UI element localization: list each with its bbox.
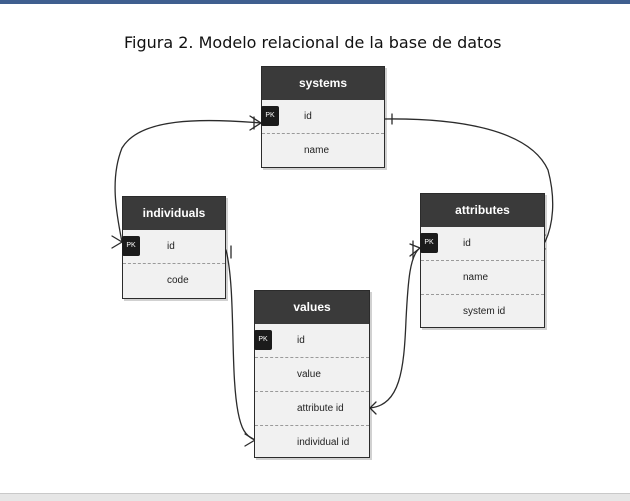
relationship-systems-individuals [114,119,262,243]
field-label: code [167,275,189,286]
entity-header: systems [262,67,384,100]
field-label: id [167,241,175,252]
window-top-rule [0,0,630,4]
field-label: system id [463,306,506,317]
entity-attributes: attributes PK id name system id [420,193,545,328]
relationship-values-attributes [369,247,421,409]
field-row: PK id [261,100,384,133]
field-label: value [297,369,321,380]
entity-header: attributes [421,194,544,227]
field-label: id [463,238,471,249]
field-row: PK id [122,230,225,263]
figure-caption: Figura 2. Modelo relacional de la base d… [124,33,502,52]
field-row: value [255,357,369,391]
field-row: PK id [420,227,544,260]
primary-key-badge: PK [261,106,279,126]
field-row: individual id [255,425,369,459]
field-label: attribute id [297,403,344,414]
field-label: id [304,111,312,122]
field-row: code [123,263,225,297]
field-row: PK id [254,324,369,357]
entity-systems: systems PK id name [261,66,385,168]
relationship-systems-attributes [383,118,554,243]
entity-values: values PK id value attribute id individu… [254,290,370,458]
field-row: system id [421,294,544,328]
primary-key-badge: PK [254,330,272,350]
field-label: name [463,272,489,283]
relationship-individuals-values [225,249,256,441]
window-bottom-rule [0,493,630,501]
primary-key-badge: PK [122,236,140,256]
primary-key-badge: PK [420,233,438,253]
entity-header: individuals [123,197,225,230]
entity-header: values [255,291,369,324]
entity-individuals: individuals PK id code [122,196,226,299]
field-label: individual id [297,437,350,448]
field-label: id [297,335,305,346]
field-row: name [421,260,544,294]
field-row: name [262,133,384,167]
field-label: name [304,145,330,156]
field-row: attribute id [255,391,369,425]
